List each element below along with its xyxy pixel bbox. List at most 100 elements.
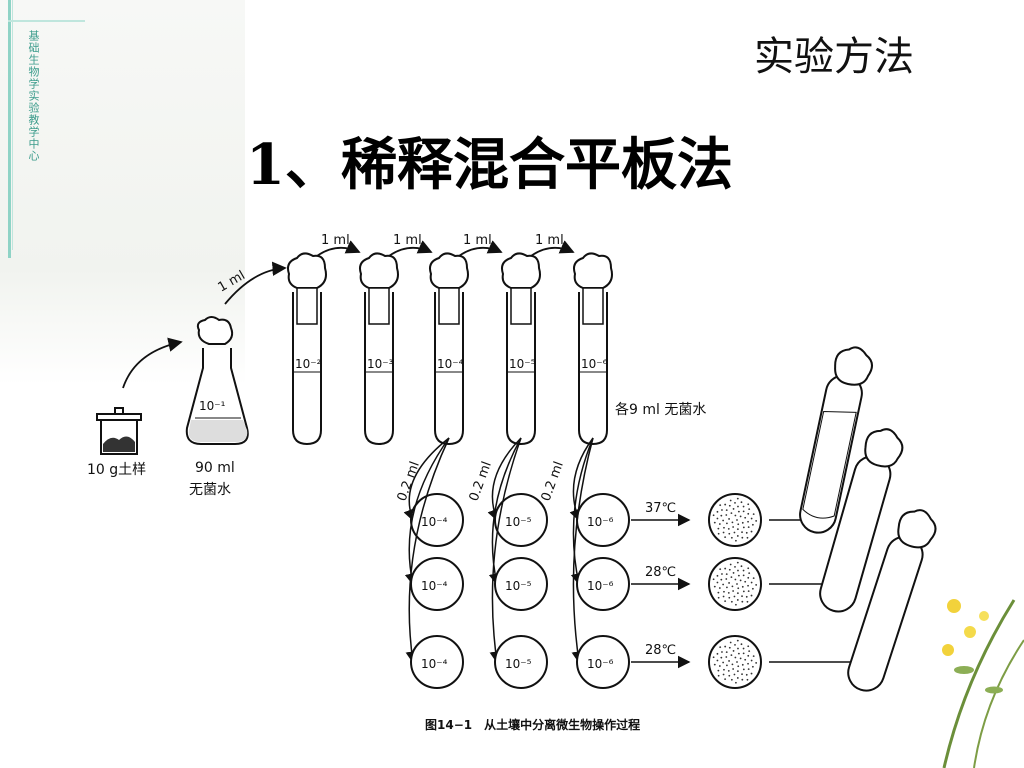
transfer-arrow	[530, 240, 575, 257]
colony-dot	[732, 668, 735, 670]
colony-dot	[755, 520, 758, 522]
colony-dot	[747, 645, 750, 648]
colony-dot	[717, 596, 720, 599]
colony-dot	[718, 587, 721, 589]
colony-dot	[736, 497, 739, 500]
colony-dot	[728, 504, 731, 507]
cotton-plug	[573, 252, 613, 289]
colony-dot	[755, 584, 758, 586]
colony-dot	[739, 579, 742, 582]
colony-dot	[736, 639, 739, 642]
colony-dot	[736, 535, 739, 537]
colony-dot	[739, 657, 742, 660]
colony-dot	[724, 678, 727, 681]
transfer-arrow	[388, 240, 433, 257]
colony-dot	[724, 503, 727, 506]
agar-plate	[410, 635, 464, 689]
figure-caption: 图14−1 从土壤中分离微生物操作过程	[425, 717, 640, 732]
section-title: 1、稀释混合平板法	[246, 132, 733, 198]
colony-dot	[727, 669, 730, 672]
page-title: 实验方法	[754, 34, 914, 80]
colony-dot	[725, 573, 728, 576]
colony-dot	[747, 654, 750, 657]
plate-dilution-label: 10⁻⁵	[505, 579, 532, 593]
side-label: 基础生物学实验教学中心	[27, 30, 40, 162]
transfer-arrow	[316, 240, 361, 257]
colony-dot	[728, 674, 731, 677]
colony-dot	[740, 643, 743, 646]
colony-dot	[717, 532, 720, 535]
colony-dot	[720, 578, 723, 581]
flask-volume-label: 90 ml	[195, 460, 235, 476]
tube-2: 10⁻⁴	[429, 252, 469, 446]
cotton-plug	[501, 252, 541, 289]
colony-dot	[731, 521, 734, 524]
colony-dot	[733, 673, 736, 676]
colony-dot	[732, 572, 735, 574]
colony-dot	[745, 531, 748, 534]
colony-dot	[731, 663, 734, 666]
colony-dot	[737, 510, 740, 513]
colony-dot	[745, 595, 748, 598]
colony-dot	[722, 531, 725, 534]
colony-dot	[741, 673, 743, 676]
colony-dot	[750, 659, 753, 662]
colony-dot	[751, 587, 754, 590]
colony-dot	[747, 662, 749, 665]
colony-dot	[728, 568, 731, 571]
colony-dot	[734, 565, 736, 568]
colony-dot	[716, 517, 719, 520]
colony-dot	[726, 664, 728, 667]
colony-dot	[740, 565, 743, 568]
dilution-flask	[185, 316, 249, 445]
temperature-label: 28℃	[645, 565, 676, 580]
colony-dot	[746, 600, 749, 603]
colony-dot	[720, 656, 723, 659]
colony-dot	[726, 586, 728, 589]
plate-dilution-label: 10⁻⁶	[587, 579, 614, 593]
colony-dot	[725, 514, 728, 516]
colony-dot	[737, 652, 740, 655]
colony-dot	[725, 651, 728, 654]
plate-dilution-label: 10⁻⁴	[421, 657, 448, 671]
sidebar-top-line	[8, 20, 85, 22]
colony-dot	[739, 515, 742, 518]
colony-dot	[750, 581, 753, 584]
colony-dot	[712, 514, 715, 517]
colony-dot	[713, 663, 716, 666]
plating-arrow	[403, 437, 450, 522]
colony-dot	[747, 503, 750, 506]
colony-dot	[719, 568, 722, 571]
cotton-plug	[359, 252, 399, 289]
plate-dilution-label: 10⁻⁶	[587, 515, 614, 529]
colony-dot	[741, 600, 744, 603]
colony-dot	[716, 659, 719, 662]
plate-dilution-label: 10⁻⁵	[505, 515, 532, 529]
colony-dot	[722, 673, 725, 676]
colony-dot	[740, 501, 743, 504]
plating-arrow	[404, 437, 450, 586]
slant-tube-1	[799, 346, 873, 534]
colony-dot	[745, 673, 748, 676]
colony-dot	[737, 587, 740, 590]
colony-dot	[742, 526, 745, 529]
colony-dot	[747, 567, 750, 570]
tube-dilution-label: 10⁻²	[295, 357, 322, 371]
colony-dot	[730, 678, 733, 681]
sidebar-rail-inner	[12, 0, 13, 250]
colony-dot	[734, 578, 737, 581]
colony-dot	[734, 501, 736, 504]
transfer-label: 1 ml	[463, 233, 492, 248]
colony-dot	[724, 567, 727, 570]
colony-dot	[728, 596, 731, 599]
plating-volume-label: 0.2 ml	[467, 460, 495, 504]
tube-1: 10⁻³	[359, 252, 399, 446]
colony-dot	[712, 656, 715, 659]
tube-4: 10⁻⁶	[573, 252, 613, 446]
plate-dilution-label: 10⁻⁶	[587, 657, 614, 671]
colony-dot	[747, 520, 749, 523]
colony-dot	[735, 681, 737, 684]
colony-dot	[744, 658, 747, 661]
